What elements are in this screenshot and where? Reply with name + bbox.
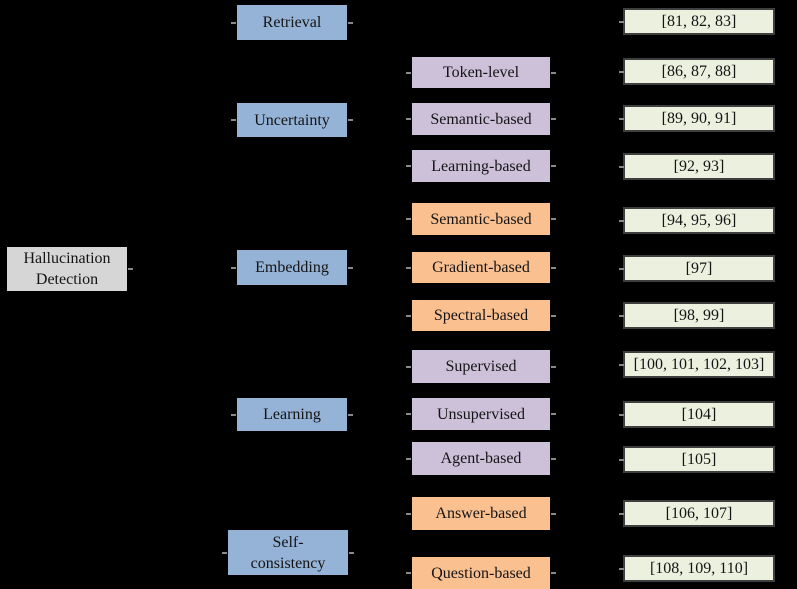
citation-box-agent-based: [105] [619,446,775,473]
node-supervised: Supervised [406,350,556,383]
node-unsupervised: Unsupervised [406,398,556,430]
citation-box-spectral-based: [98, 99] [619,302,775,329]
citation-box-question-based: [108, 109, 110] [619,555,775,582]
citation-box-gradient-based: [97] [619,255,775,282]
citation-box-semantic-embedding: [94, 95, 96] [619,207,775,234]
node-question-based: Question-based [406,557,556,589]
citation-box-learning-based: [92, 93] [619,153,775,180]
citation-box-semantic-uncertainty: [89, 90, 91] [619,105,775,132]
node-semantic-based-embedding: Semantic-based [406,203,556,235]
branch-self-consistency: Self- consistency [222,530,354,575]
node-learning-based: Learning-based [406,150,556,182]
node-semantic-based-uncertainty: Semantic-based [406,103,556,135]
citation-box-token-level: [86, 87, 88] [619,58,775,85]
root-node-hallucination-detection: Hallucination Detection [7,247,133,291]
node-token-level: Token-level [406,57,556,88]
node-agent-based: Agent-based [406,442,556,475]
branch-uncertainty: Uncertainty [231,103,353,137]
node-gradient-based: Gradient-based [406,252,556,283]
citation-box-retrieval: [81, 82, 83] [619,8,775,35]
citation-box-supervised: [100, 101, 102, 103] [619,351,775,378]
citation-box-unsupervised: [104] [619,401,775,428]
node-spectral-based: Spectral-based [406,300,556,331]
node-answer-based: Answer-based [406,497,556,530]
branch-learning: Learning [231,398,353,431]
branch-embedding: Embedding [231,250,353,285]
citation-box-answer-based: [106, 107] [619,500,775,527]
branch-retrieval: Retrieval [231,5,353,40]
